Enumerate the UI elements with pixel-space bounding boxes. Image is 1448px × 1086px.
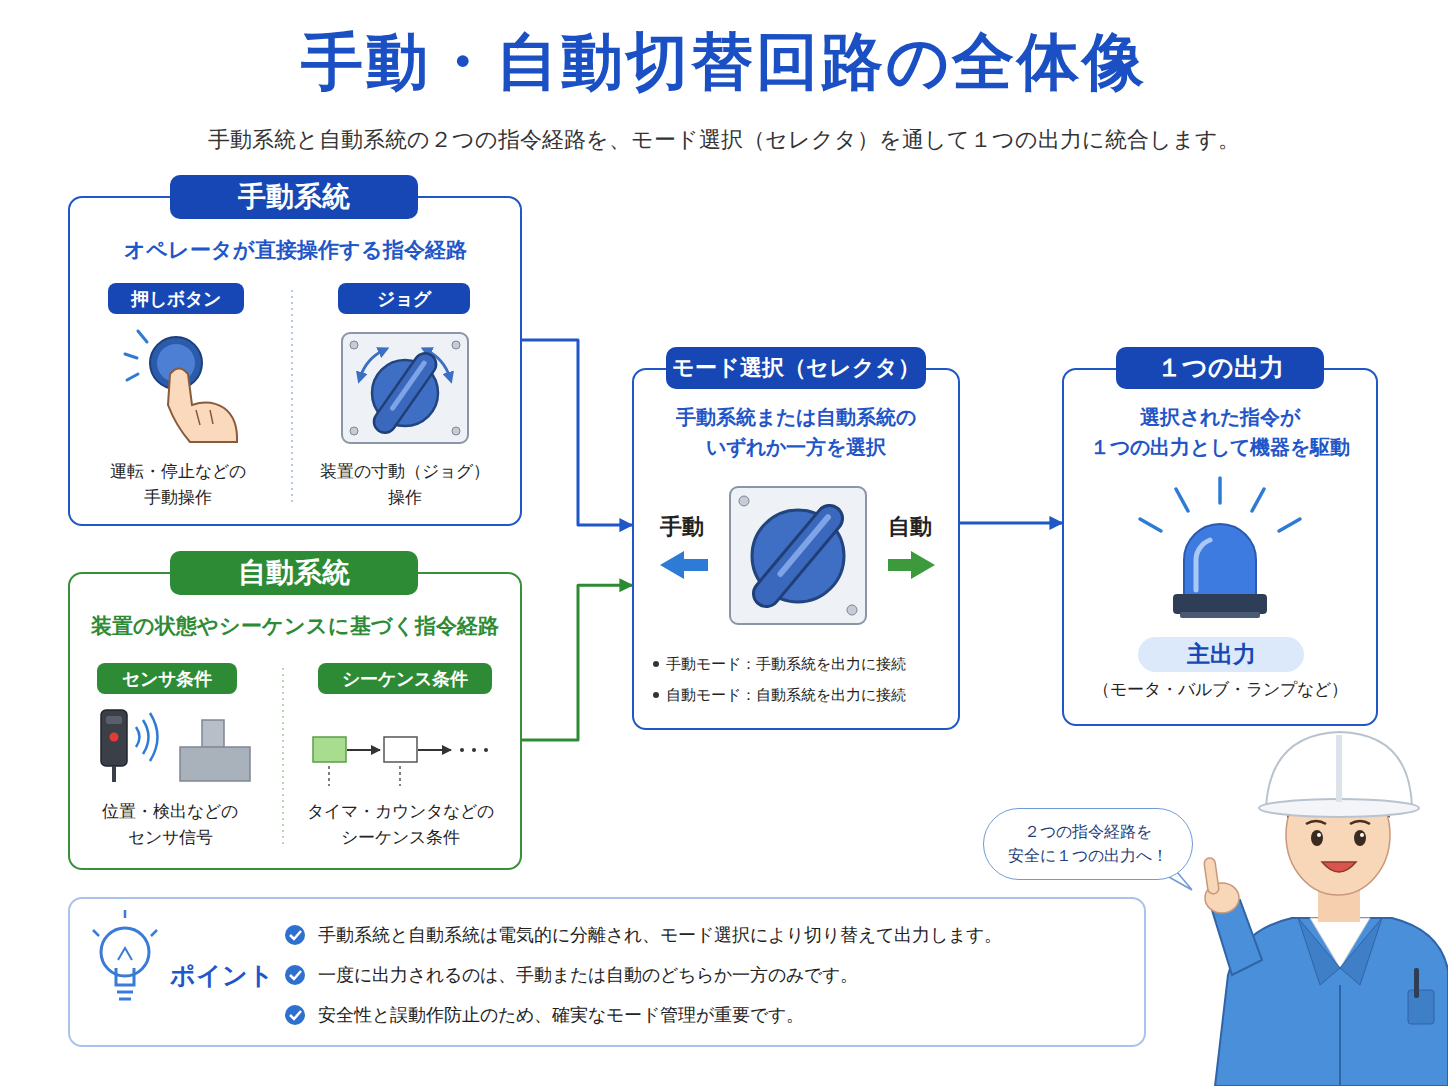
selector-panel: モード選択（セレクタ）手動系統または自動系統の いずれか一方を選択 xyxy=(632,368,960,730)
worker-character xyxy=(1287,778,1390,818)
speech-bubble: ２つの指令経路を 安全に１つの出力へ！ xyxy=(983,808,1193,880)
connector-arrow xyxy=(522,340,632,525)
output-pill: 主出力 xyxy=(1138,637,1304,672)
point-text: 手動系統と自動系統は電気的に分離され、モード選択により切り替えて出力します。 xyxy=(318,923,1002,947)
worker-character xyxy=(1354,830,1366,846)
panel-subtitle: オペレータが直接操作する指令経路 xyxy=(70,236,520,264)
worker-character xyxy=(1204,857,1220,894)
worker-character xyxy=(1266,732,1412,808)
mode-note: 手動モード：手動系統を出力に接続 xyxy=(666,654,906,674)
worker-character xyxy=(1212,900,1262,975)
panel-heading: 手動系統 xyxy=(170,175,418,219)
pill-label: センサ条件 xyxy=(97,663,237,694)
bubble-text: ２つの指令経路を 安全に１つの出力へ！ xyxy=(998,820,1178,868)
mode-label: 手動 xyxy=(660,512,704,542)
point-box: ポイント 手動系統と自動系統は電気的に分離され、モード選択により切り替えて出力しま… xyxy=(68,897,1146,1047)
worker-character xyxy=(1205,883,1239,913)
worker-character xyxy=(1339,985,1341,1086)
panel-subtitle: 選択された指令が １つの出力として機器を駆動 xyxy=(1075,402,1365,462)
point-text: 一度に出力されるのは、手動または自動のどちらか一方のみです。 xyxy=(318,963,858,987)
connector-arrow xyxy=(522,585,632,740)
worker-character xyxy=(1340,918,1382,985)
pill-label: ジョグ xyxy=(338,283,470,314)
item-caption: 位置・検出などの センサ信号 xyxy=(85,798,255,850)
diagram-title: 手動・自動切替回路の全体像 xyxy=(0,22,1448,102)
diagram-caption: 手動系統と自動系統の２つの指令経路を、モード選択（セレクタ）を通して１つの出力に… xyxy=(0,124,1448,156)
worker-character xyxy=(1311,830,1323,846)
worker-character xyxy=(1259,799,1419,817)
category-pill: シーケンス条件 xyxy=(318,663,492,694)
worker-character xyxy=(1322,862,1356,872)
worker-character xyxy=(1204,732,1448,1086)
output-examples: （モータ・バルブ・ランプなど） xyxy=(1062,677,1378,701)
pill-label: 押しボタン xyxy=(108,283,244,314)
pill-label: 主出力 xyxy=(1138,637,1304,672)
panel-subtitle: 手動系統または自動系統の いずれか一方を選択 xyxy=(656,402,936,462)
panel-heading: 自動系統 xyxy=(170,551,418,595)
pill-label: シーケンス条件 xyxy=(318,663,492,694)
worker-character xyxy=(1336,735,1342,802)
worker-character xyxy=(1298,918,1340,985)
item-caption: 装置の寸動（ジョグ） 操作 xyxy=(310,458,500,510)
category-pill: センサ条件 xyxy=(97,663,237,694)
mode-label: 自動 xyxy=(888,512,932,542)
output-panel: 主出力１つの出力選択された指令が １つの出力として機器を駆動 xyxy=(1062,368,1378,726)
category-pill: ジョグ xyxy=(338,283,470,314)
mode-note: 自動モード：自動系統を出力に接続 xyxy=(666,685,906,705)
worker-character xyxy=(1215,918,1448,1086)
worker-character xyxy=(1317,833,1321,837)
worker-character xyxy=(1318,878,1360,922)
point-text: 安全性と誤動作防止のため、確実なモード管理が重要です。 xyxy=(318,1003,804,1027)
item-caption: タイマ・カウンタなどの シーケンス条件 xyxy=(300,798,500,850)
connector-arrow xyxy=(960,521,1062,524)
worker-character xyxy=(1286,775,1390,895)
category-pill: 押しボタン xyxy=(108,283,244,314)
worker-character xyxy=(1360,833,1364,837)
worker-character xyxy=(1408,990,1434,1024)
panel-heading: モード選択（セレクタ） xyxy=(666,347,926,389)
point-heading: ポイント xyxy=(170,959,274,992)
system-panel: センサ条件シーケンス条件自動系統装置の状態やシーケンスに基づく指令経路 xyxy=(68,572,522,870)
worker-character xyxy=(1414,968,1419,998)
panel-subtitle: 装置の状態やシーケンスに基づく指令経路 xyxy=(70,612,520,640)
worker-character xyxy=(1310,918,1370,968)
worker-character xyxy=(1306,821,1370,824)
item-caption: 運転・停止などの 手動操作 xyxy=(93,458,263,510)
panel-heading: １つの出力 xyxy=(1116,347,1324,389)
